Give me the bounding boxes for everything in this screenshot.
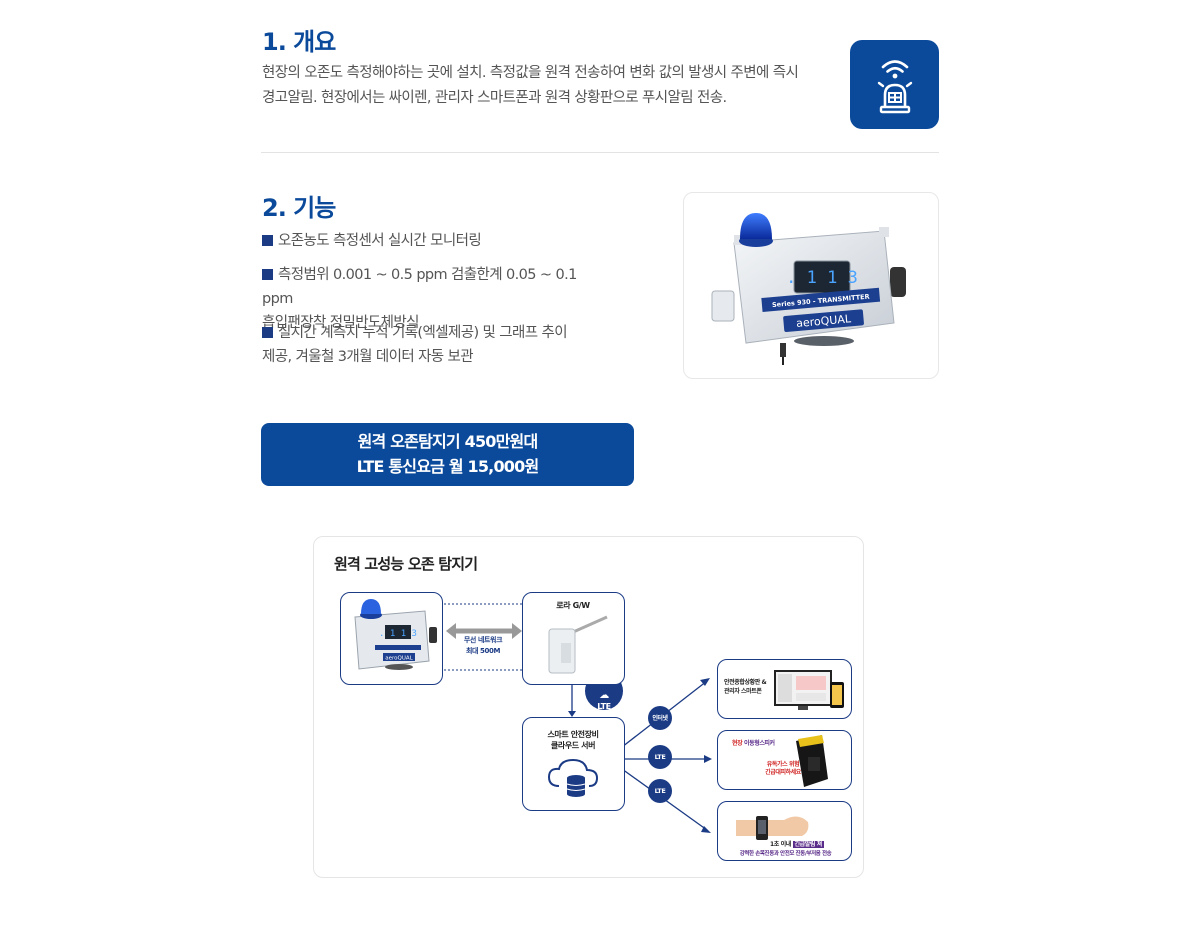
price-line-1: 원격 오존탐지기 450만원대 — [357, 432, 539, 451]
siren-icon-tile — [850, 40, 939, 129]
output-wearable: 1초 이내 긴급알림 쳐 강력한 손목진동과 안전모 진동/부저음 전송 — [717, 801, 852, 861]
lte-badge: LTE — [654, 753, 666, 761]
lte-badge: LTE — [654, 787, 666, 795]
system-diagram: 원격 고성능 오존 탐지기 무선 네트워크 최대 500M — [313, 536, 864, 878]
ozone-transmitter-illustration: . 1 1 3 Series 930 - TRANSMITTER aeroQUA… — [711, 213, 906, 365]
sensor-node: . 1 1 3 aeroQUAL — [340, 592, 443, 685]
svg-text:aeroQUAL: aeroQUAL — [385, 656, 413, 662]
square-bullet-icon — [262, 327, 273, 338]
diagram-title: 원격 고성능 오존 탐지기 — [334, 555, 478, 573]
gateway-device-icon — [548, 615, 608, 674]
feature-item: 측정범위 0.001 ~ 0.5 ppm 검출한계 0.05 ~ 0.1 ppm… — [262, 267, 577, 331]
square-bullet-icon — [262, 235, 273, 246]
cloud-server-node: 스마트 안전장비 클라우드 서버 — [522, 717, 625, 811]
ozone-device-photo: . 1 1 3 Series 930 - TRANSMITTER aeroQUA… — [683, 192, 939, 379]
feature-item: 실시간 계측치 누적 기록(엑셀제공) 및 그래프 추이 제공, 겨울철 3개월… — [262, 325, 568, 365]
speaker-icon — [796, 735, 828, 787]
cloud-database-icon — [547, 758, 599, 797]
wireless-label: 무선 네트워크 최대 500M — [463, 636, 503, 655]
double-arrow-icon — [446, 623, 522, 639]
device-display: . 1 1 3 — [786, 268, 858, 288]
device-brand-label: aeroQUAL — [796, 312, 853, 330]
section-divider — [261, 152, 939, 153]
square-bullet-icon — [262, 269, 273, 280]
internet-badge: 인터넷 — [652, 715, 668, 722]
cloud-icon: ☁ — [599, 690, 609, 701]
siren-icon — [877, 59, 912, 113]
price-line-2: LTE 통신요금 월 15,000원 — [356, 457, 540, 476]
feature-item: 오존농도 측정센서 실시간 모니터링 — [262, 229, 607, 253]
overview-text: 현장의 오존도 측정해야하는 곳에 설치. 측정값을 원격 전송하여 변화 값의… — [262, 61, 842, 111]
output-dashboard: 안전종합상황판 & 관리자 스마트폰 — [717, 659, 852, 719]
price-banner: 원격 오존탐지기 450만원대 LTE 통신요금 월 15,000원 — [261, 423, 634, 486]
overview-title: 1. 개요 — [262, 28, 336, 56]
sensor-device-icon: . 1 1 3 aeroQUAL — [354, 599, 437, 670]
gateway-node: 로라 G/W — [522, 592, 625, 685]
output-speaker: 현장 이동형스피커 유독가스 위험 긴급대피하세요 — [717, 730, 852, 790]
overview-line-1: 현장의 오존도 측정해야하는 곳에 설치. 측정값을 원격 전송하여 변화 값의… — [262, 65, 799, 81]
smartwatch-hand-icon — [736, 816, 809, 840]
svg-text:. 1 1 3: . 1 1 3 — [379, 629, 417, 639]
monitor-phone-icon — [774, 670, 844, 710]
overview-line-2: 경고알림. 현장에서는 싸이렌, 관리자 스마트폰과 원격 상황판으로 푸시알림… — [262, 90, 727, 106]
lte-cloud-badge: ☁ LTE — [591, 690, 617, 712]
function-title: 2. 기능 — [262, 194, 336, 222]
